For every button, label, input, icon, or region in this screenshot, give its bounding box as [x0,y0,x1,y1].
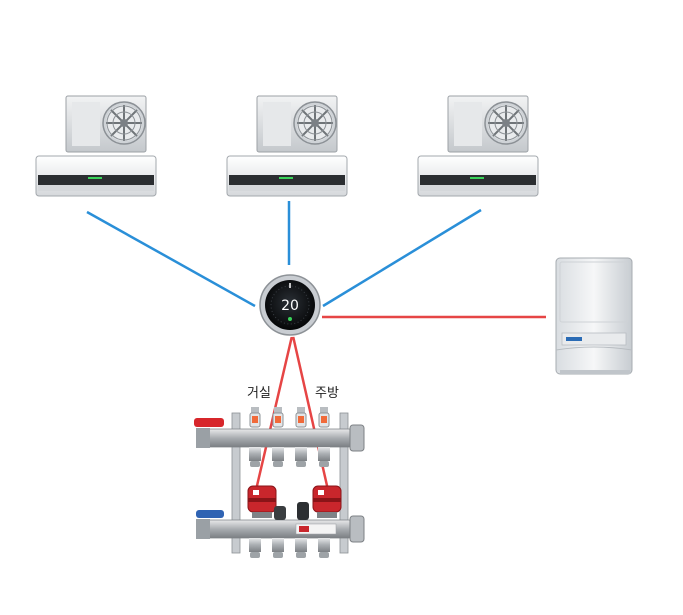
zone-actuator-kitchen [312,485,342,519]
valve-red[interactable] [194,418,224,448]
thermostat[interactable]: 20 [258,273,322,337]
ac-unit-right [418,96,538,196]
thermostat-temperature: 20 [281,298,299,314]
valve-blue[interactable] [196,510,224,539]
heating-manifold [194,406,365,558]
ac-link-right [322,208,482,308]
ac-link-left [86,210,256,308]
ac-unit-center [227,96,347,196]
zone-actuator-living [247,485,277,519]
zone-label-kitchen: 주방 [315,386,339,401]
ac-connection-lines [86,201,482,308]
ac-unit-left [36,96,156,196]
zone-label-living: 거실 [247,386,271,401]
boiler [555,257,633,375]
